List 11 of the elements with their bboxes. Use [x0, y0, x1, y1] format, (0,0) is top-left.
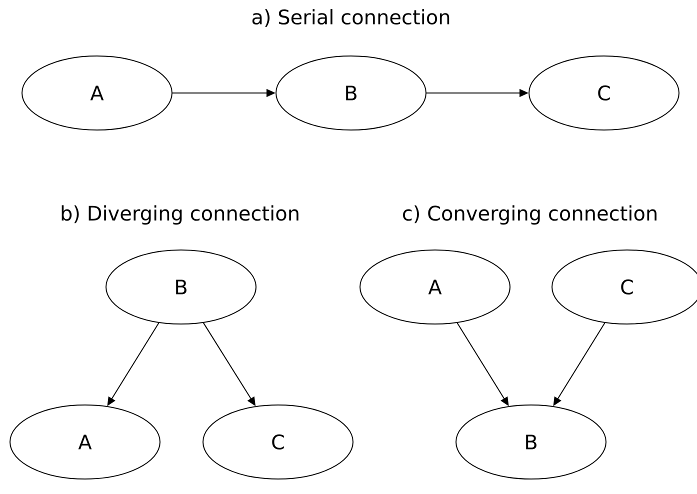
- ellipse-node: B: [276, 56, 426, 130]
- ellipse-node: A: [360, 250, 510, 324]
- section-title: b) Diverging connection: [62, 205, 298, 225]
- ellipse-node: A: [22, 56, 172, 130]
- ellipse-node: C: [528, 56, 680, 130]
- ellipse-node: B: [106, 250, 256, 324]
- section-title: c) Converging connection: [403, 205, 656, 225]
- ellipse-node: A: [10, 404, 160, 480]
- section-title: a) Serial connection: [252, 9, 450, 27]
- ellipse-node: B: [456, 404, 606, 480]
- ellipse-node: C: [202, 404, 354, 480]
